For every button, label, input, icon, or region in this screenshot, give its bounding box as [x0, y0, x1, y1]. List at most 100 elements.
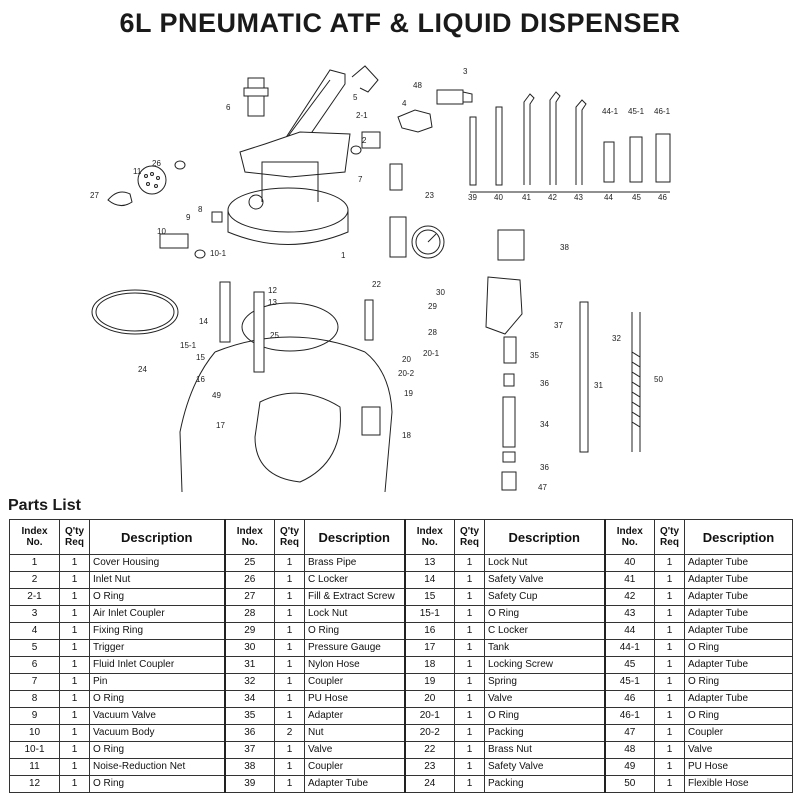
callout-label-17: 17: [216, 421, 225, 430]
cell-qty: 1: [59, 605, 90, 623]
cell-description: O Ring: [484, 605, 605, 623]
callout-label-28: 28: [428, 328, 437, 337]
cell-index: 46: [603, 690, 655, 708]
cell-qty: 1: [59, 724, 90, 742]
cell-description: O Ring: [89, 588, 225, 606]
cell-description: Noise-Reduction Net: [89, 758, 225, 776]
cell-qty: 1: [59, 656, 90, 674]
cell-description: C Locker: [304, 571, 405, 589]
parts-list-title: Parts List: [8, 497, 81, 514]
cell-qty: 1: [454, 741, 485, 759]
callout-label-36b: 36: [540, 463, 549, 472]
cell-description: Lock Nut: [484, 554, 605, 572]
cell-qty: 1: [59, 588, 90, 606]
cell-index: 6: [9, 656, 60, 674]
callout-label-39: 39: [468, 193, 477, 202]
cell-description: C Locker: [484, 622, 605, 640]
cell-description: Safety Valve: [484, 571, 605, 589]
cell-qty: 1: [454, 639, 485, 657]
cell-description: Air Inlet Coupler: [89, 605, 225, 623]
callout-label-49: 49: [212, 391, 221, 400]
cell-qty: 1: [654, 588, 685, 606]
cell-qty: 1: [454, 758, 485, 776]
cell-description: O Ring: [304, 622, 405, 640]
cell-description: Adapter Tube: [684, 690, 793, 708]
cell-qty: 1: [274, 605, 305, 623]
cell-index: 44: [603, 622, 655, 640]
cell-description: Cover Housing: [89, 554, 225, 572]
cell-qty: 1: [654, 673, 685, 691]
cell-index: 2: [9, 571, 60, 589]
callout-label-24: 24: [138, 365, 147, 374]
cell-index: 37: [223, 741, 275, 759]
cell-qty: 1: [654, 707, 685, 725]
cell-index: 25: [223, 554, 275, 572]
cell-description: Safety Cup: [484, 588, 605, 606]
cell-description: Vacuum Body: [89, 724, 225, 742]
cell-index: 44-1: [603, 639, 655, 657]
callout-label-15: 15: [196, 353, 205, 362]
cell-qty: 1: [454, 724, 485, 742]
callout-label-19: 19: [404, 389, 413, 398]
callout-label-9: 9: [186, 213, 191, 222]
callout-label-27: 27: [90, 191, 99, 200]
cell-index: 14: [403, 571, 455, 589]
cell-description: O Ring: [684, 673, 793, 691]
cell-qty: 1: [274, 775, 305, 793]
cell-index: 30: [223, 639, 275, 657]
callout-label-25: 25: [270, 331, 279, 340]
dispenser-gun-drawing: [485, 229, 641, 491]
cell-index: 19: [403, 673, 455, 691]
callout-label-1: 1: [341, 251, 346, 260]
callout-label-23: 23: [425, 191, 434, 200]
cell-index: 46-1: [603, 707, 655, 725]
cell-qty: 2: [274, 724, 305, 742]
callout-label-26: 26: [152, 159, 161, 168]
cell-description: Adapter Tube: [684, 571, 793, 589]
cell-index: 49: [603, 758, 655, 776]
callout-label-34: 34: [540, 420, 549, 429]
callout-label-40: 40: [494, 193, 503, 202]
callout-label-43: 43: [574, 193, 583, 202]
callout-label-46: 46: [658, 193, 667, 202]
cell-index: 23: [403, 758, 455, 776]
cell-description: Adapter: [304, 707, 405, 725]
cell-qty: 1: [454, 605, 485, 623]
cell-qty: 1: [654, 690, 685, 708]
cell-description: O Ring: [684, 707, 793, 725]
cell-index: 2-1: [9, 588, 60, 606]
cell-index: 9: [9, 707, 60, 725]
cell-index: 31: [223, 656, 275, 674]
callout-label-46-1: 46-1: [654, 107, 671, 116]
cell-description: Valve: [684, 741, 793, 759]
cell-description: Flexible Hose: [684, 775, 793, 793]
header-description: Description: [684, 519, 793, 555]
cell-index: 48: [603, 741, 655, 759]
cell-description: Coupler: [304, 758, 405, 776]
adapter-tubes-drawing: [469, 91, 671, 193]
left-small-parts-drawing: [107, 160, 223, 259]
cell-qty: 1: [654, 554, 685, 572]
callout-label-10-1: 10-1: [210, 249, 227, 258]
cell-index: 38: [223, 758, 275, 776]
callout-label-41: 41: [522, 193, 531, 202]
cell-index: 10-1: [9, 741, 60, 759]
cell-qty: 1: [274, 571, 305, 589]
cell-qty: 1: [454, 588, 485, 606]
cell-description: Lock Nut: [304, 605, 405, 623]
callout-label-7: 7: [358, 175, 363, 184]
callout-label-45: 45: [632, 193, 641, 202]
header-description: Description: [304, 519, 405, 555]
cell-index: 41: [603, 571, 655, 589]
